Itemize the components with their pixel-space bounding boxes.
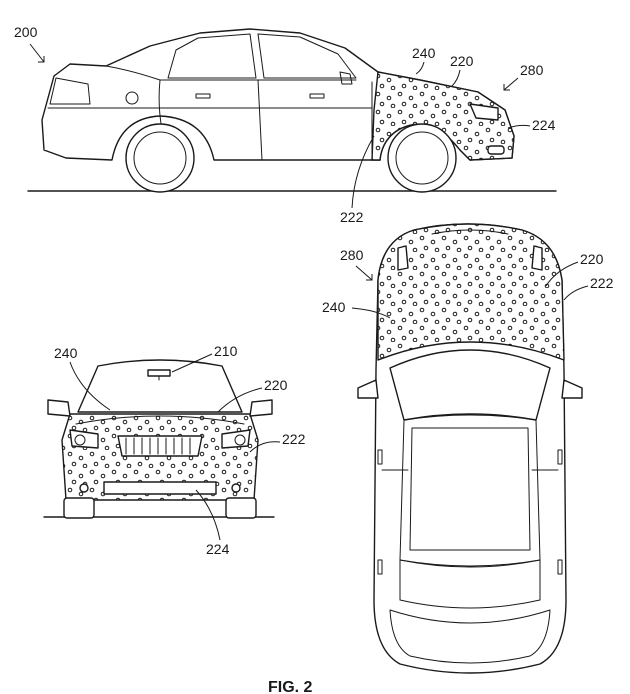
side-headlight	[469, 103, 499, 121]
label-280-side: 280	[520, 62, 544, 78]
side-rear-wheel	[125, 123, 195, 193]
front-left-mirror	[47, 399, 71, 417]
label-224-side: 224	[532, 117, 556, 133]
top-rear-window	[399, 559, 541, 609]
label-240-top: 240	[322, 299, 346, 315]
front-right-mirror	[249, 399, 273, 417]
label-222-front: 222	[282, 431, 306, 447]
label-222-side: 222	[340, 209, 364, 225]
side-fuel-cap	[125, 91, 139, 105]
figure-caption: FIG. 2	[268, 679, 313, 694]
front-view-car	[43, 359, 275, 519]
side-front-coated-region	[371, 71, 515, 161]
label-240-front: 240	[54, 345, 78, 361]
label-200: 200	[14, 24, 38, 40]
top-coated-hood	[377, 223, 565, 361]
label-222-top: 222	[590, 275, 614, 291]
top-windshield	[389, 349, 551, 421]
top-left-mirror	[357, 379, 379, 399]
label-220-front: 220	[264, 377, 288, 393]
front-right-tire	[225, 497, 257, 519]
top-view-car	[357, 223, 583, 674]
side-fog-light	[487, 145, 505, 155]
front-left-tire	[63, 497, 95, 519]
side-front-wheel	[387, 123, 457, 193]
side-view-car	[27, 28, 557, 193]
top-view-labels: 280 220 222 240	[322, 247, 614, 319]
side-tail-light	[49, 77, 91, 105]
side-view-labels: 200 240 220 280 224 222	[14, 24, 556, 225]
label-210: 210	[214, 343, 238, 359]
top-right-mirror	[561, 379, 583, 399]
front-lower-intake	[103, 481, 217, 495]
rearview-mirror-210	[147, 369, 171, 377]
label-224-front: 224	[206, 541, 230, 557]
front-left-headlight	[69, 429, 99, 449]
front-right-headlight	[221, 429, 251, 449]
label-240-side: 240	[412, 45, 436, 61]
label-220-top: 220	[580, 251, 604, 267]
front-view-labels: 210 240 220 222 224	[54, 343, 306, 557]
label-280-top: 280	[340, 247, 364, 263]
label-220-side: 220	[450, 53, 474, 69]
front-windshield	[77, 359, 243, 413]
side-rear-window	[167, 33, 257, 79]
front-grille	[117, 435, 203, 457]
